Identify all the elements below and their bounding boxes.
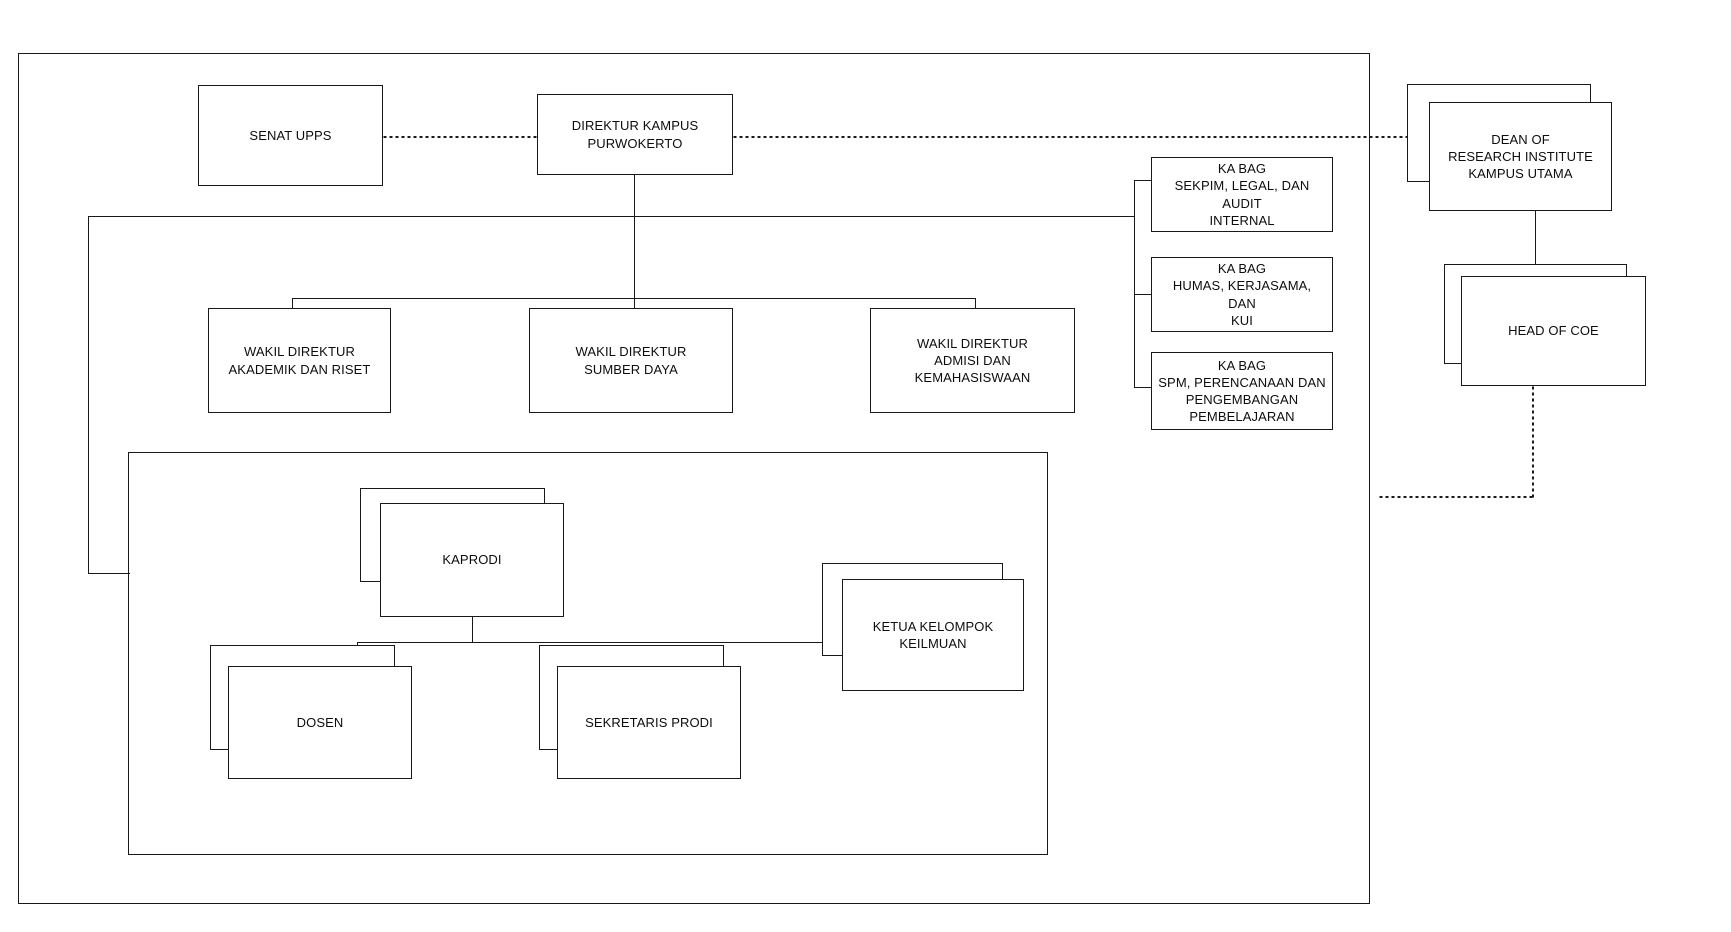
connector-senat-to-direktur-dotted <box>382 136 537 138</box>
node-ketua-kelompok-keilmuan[interactable]: KETUA KELOMPOK KEILMUAN <box>842 579 1024 691</box>
node-direktur-kampus[interactable]: DIREKTUR KAMPUS PURWOKERTO <box>537 94 733 175</box>
connector-left-trunk-vertical <box>88 216 89 574</box>
node-sekretaris-prodi-label: SEKRETARIS PRODI <box>585 714 713 730</box>
prodi-group-container <box>128 452 1048 855</box>
connector-coe-left-dotted <box>1378 496 1534 498</box>
connector-wakil-admisi-drop <box>975 298 976 310</box>
node-ketua-kelompok-keilmuan-label: KETUA KELOMPOK KEILMUAN <box>872 618 994 651</box>
connector-dean-to-coe <box>1535 211 1536 265</box>
node-head-of-coe-label: HEAD OF COE <box>1508 323 1599 339</box>
node-kabag-spm-label: KA BAG SPM, PERENCANAAN DAN PENGEMBANGAN… <box>1158 357 1326 425</box>
node-sekretaris-prodi[interactable]: SEKRETARIS PRODI <box>557 666 741 779</box>
connector-direktur-trunk <box>634 175 635 299</box>
node-wakil-direktur-akademik-label: WAKIL DIREKTUR AKADEMIK DAN RISET <box>228 344 371 377</box>
node-dean-research-institute[interactable]: DEAN OF RESEARCH INSTITUTE KAMPUS UTAMA <box>1429 102 1612 211</box>
node-kabag-sekpim-label: KA BAG SEKPIM, LEGAL, DAN AUDIT INTERNAL <box>1174 161 1310 228</box>
node-kabag-humas-label: KA BAG HUMAS, KERJASAMA, DAN KUI <box>1172 261 1312 328</box>
connector-wakil-sumberdaya-drop <box>634 298 635 310</box>
node-kaprodi-label: KAPRODI <box>442 552 502 568</box>
connector-kabag-sekpim-stub <box>1134 180 1151 181</box>
node-direktur-kampus-label: DIREKTUR KAMPUS PURWOKERTO <box>571 118 699 151</box>
connector-prodi-bus <box>357 642 930 643</box>
connector-kabag-bus <box>1134 180 1135 387</box>
connector-left-trunk-top <box>88 216 1134 217</box>
connector-direktur-to-dean-dotted <box>732 136 1433 138</box>
node-dean-research-institute-label: DEAN OF RESEARCH INSTITUTE KAMPUS UTAMA <box>1448 131 1593 182</box>
node-kabag-humas[interactable]: KA BAG HUMAS, KERJASAMA, DAN KUI <box>1151 257 1333 332</box>
connector-coe-down-dotted <box>1532 385 1534 498</box>
connector-kabag-humas-stub <box>1134 294 1151 295</box>
node-wakil-direktur-admisi-label: WAKIL DIREKTUR ADMISI DAN KEMAHASISWAAN <box>914 335 1031 386</box>
node-head-of-coe[interactable]: HEAD OF COE <box>1461 276 1646 386</box>
node-dosen-label: DOSEN <box>296 714 344 730</box>
node-wakil-direktur-sumber-daya[interactable]: WAKIL DIREKTUR SUMBER DAYA <box>529 308 733 413</box>
node-senat-upps[interactable]: SENAT UPPS <box>198 85 383 186</box>
node-wakil-direktur-sumber-daya-label: WAKIL DIREKTUR SUMBER DAYA <box>575 344 687 377</box>
connector-kabag-spm-stub <box>1134 387 1151 388</box>
node-dosen[interactable]: DOSEN <box>228 666 412 779</box>
node-kabag-spm[interactable]: KA BAG SPM, PERENCANAAN DAN PENGEMBANGAN… <box>1151 352 1333 430</box>
node-senat-upps-label: SENAT UPPS <box>249 127 332 143</box>
connector-wakil-akademik-drop <box>292 298 293 310</box>
node-kaprodi[interactable]: KAPRODI <box>380 503 564 617</box>
node-wakil-direktur-akademik[interactable]: WAKIL DIREKTUR AKADEMIK DAN RISET <box>208 308 391 413</box>
node-kabag-sekpim[interactable]: KA BAG SEKPIM, LEGAL, DAN AUDIT INTERNAL <box>1151 157 1333 232</box>
campus-container <box>18 53 1370 904</box>
connector-kaprodi-trunk <box>472 617 473 643</box>
node-wakil-direktur-admisi[interactable]: WAKIL DIREKTUR ADMISI DAN KEMAHASISWAAN <box>870 308 1075 413</box>
connector-left-trunk-into-group <box>88 573 130 574</box>
